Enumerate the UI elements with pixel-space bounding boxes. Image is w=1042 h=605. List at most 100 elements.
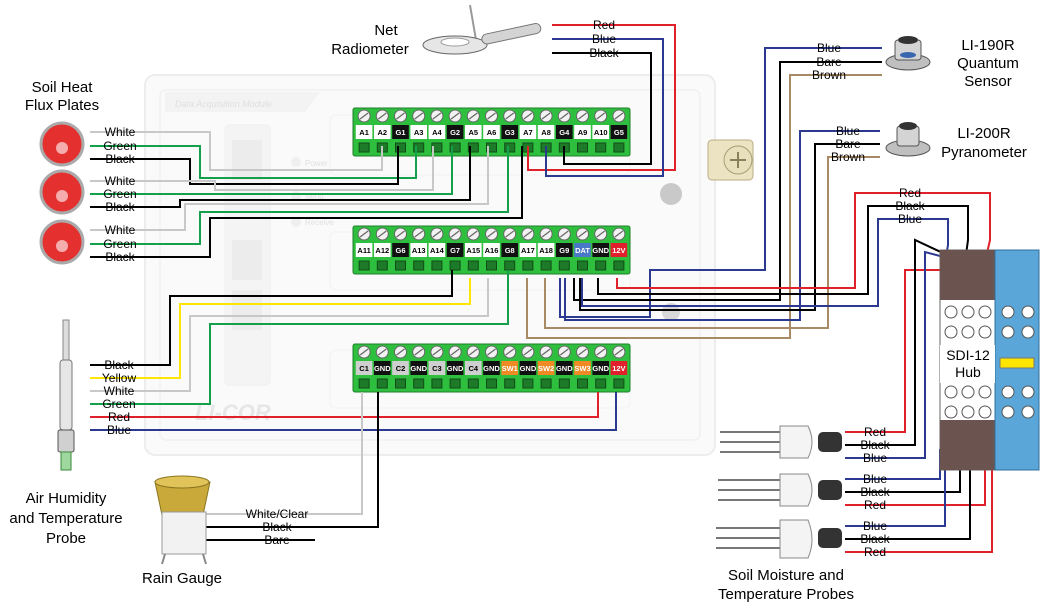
wire-label: Blue [898, 212, 922, 226]
terminal-port[interactable] [558, 260, 570, 271]
wire-label: Blue [817, 41, 841, 55]
terminal-port[interactable] [449, 142, 461, 153]
terminal-port[interactable] [595, 378, 607, 389]
terminal-label: A10 [594, 128, 608, 137]
sdi12-hub: SDI-12 Hub [939, 249, 1040, 471]
terminal-port[interactable] [577, 260, 588, 271]
terminal-port[interactable] [613, 142, 625, 153]
soil-probe-2 [718, 473, 842, 507]
terminal-port[interactable] [358, 142, 370, 153]
wire-label: Black [262, 520, 292, 534]
wire [559, 47, 882, 318]
wire-label: Green [102, 397, 135, 411]
terminal-port[interactable] [449, 378, 461, 389]
terminal-port[interactable] [504, 378, 516, 389]
terminal-port[interactable] [413, 260, 425, 271]
terminal-port[interactable] [395, 378, 406, 389]
terminal-port[interactable] [540, 260, 552, 271]
terminal-port[interactable] [595, 260, 607, 271]
wire [845, 455, 946, 527]
terminal-port[interactable] [413, 142, 425, 153]
terminal-label-bg [592, 125, 609, 139]
wire [90, 146, 453, 195]
terminal-label-bg [374, 125, 391, 139]
wire-label: Black [589, 46, 619, 60]
heat-flux-plate-1 [39, 121, 85, 167]
wire [90, 278, 471, 379]
terminal-label-bg [537, 243, 555, 257]
terminal-port[interactable] [504, 142, 516, 153]
terminal-port[interactable] [577, 378, 588, 389]
wire-label: Blue [592, 32, 616, 46]
air-probe-name-line1: Air Humidity [26, 490, 107, 507]
terminal-port[interactable] [376, 378, 388, 389]
terminal-port[interactable] [558, 378, 570, 389]
soil-heat-flux-plates: Soil Heat Flux Plates [25, 79, 99, 265]
wire [597, 205, 925, 295]
terminal-label: A9 [578, 128, 588, 137]
terminal-label: A15 [466, 246, 480, 255]
wire-label: Black [105, 200, 135, 214]
terminal-label: GND [483, 364, 500, 373]
terminal-port[interactable] [376, 260, 388, 271]
terminal-label: A17 [521, 246, 535, 255]
terminal-port[interactable] [431, 260, 443, 271]
terminal-port[interactable] [413, 378, 425, 389]
terminal-port[interactable] [540, 378, 552, 389]
terminal-label-bg [574, 125, 591, 139]
terminal-port[interactable] [577, 142, 588, 153]
terminal-port[interactable] [431, 378, 443, 389]
wire [845, 455, 971, 540]
wire [90, 278, 489, 392]
wire [527, 24, 676, 171]
terminal-port[interactable] [613, 378, 625, 389]
terminal-port[interactable] [504, 260, 516, 271]
wire [845, 449, 948, 480]
led-power: Power [305, 159, 328, 168]
terminal-label: A16 [485, 246, 499, 255]
terminal-label-bg [483, 243, 500, 257]
terminal-port[interactable] [431, 142, 443, 153]
wire-label: Brown [831, 150, 865, 164]
sdi12-hub-line2: Hub [955, 364, 981, 380]
terminal-port[interactable] [522, 260, 534, 271]
soil-probes-name-line1: Soil Moisture and [728, 567, 844, 584]
terminal-port[interactable] [467, 260, 479, 271]
terminal-port[interactable] [613, 260, 625, 271]
terminal-port[interactable] [358, 260, 370, 271]
wire [552, 52, 652, 165]
wire [90, 131, 383, 171]
terminal-label: GND [447, 364, 464, 373]
terminal-port[interactable] [486, 260, 497, 271]
terminal-label-bg [501, 125, 518, 139]
wire-label: Black [860, 485, 890, 499]
wire [845, 452, 993, 553]
terminal-port[interactable] [522, 378, 534, 389]
terminal-label-bg [428, 361, 446, 375]
terminal-port[interactable] [395, 142, 406, 153]
terminal-port[interactable] [358, 378, 370, 389]
terminal-port[interactable] [395, 260, 406, 271]
terminal-port[interactable] [467, 378, 479, 389]
terminal-label-bg [610, 361, 628, 375]
terminal-label-bg [428, 125, 446, 139]
terminal-port[interactable] [486, 142, 497, 153]
terminal-label-bg [483, 361, 500, 375]
terminal-label: GND [374, 364, 391, 373]
terminal-label: DAT [575, 246, 590, 255]
terminal-label: G4 [559, 128, 570, 137]
wire-label: Blue [107, 423, 131, 437]
terminal-label-bg [592, 243, 609, 257]
terminal-port[interactable] [595, 142, 607, 153]
wire [616, 192, 925, 289]
led-receive: Receive [305, 218, 334, 227]
li190r-name-line1: LI-190R [961, 37, 1015, 54]
air-probe-name-line2: and Temperature [9, 510, 122, 527]
wire [205, 392, 363, 515]
terminal-port[interactable] [449, 260, 461, 271]
terminal-port[interactable] [486, 378, 497, 389]
terminal-port[interactable] [467, 142, 479, 153]
wire [544, 156, 880, 329]
